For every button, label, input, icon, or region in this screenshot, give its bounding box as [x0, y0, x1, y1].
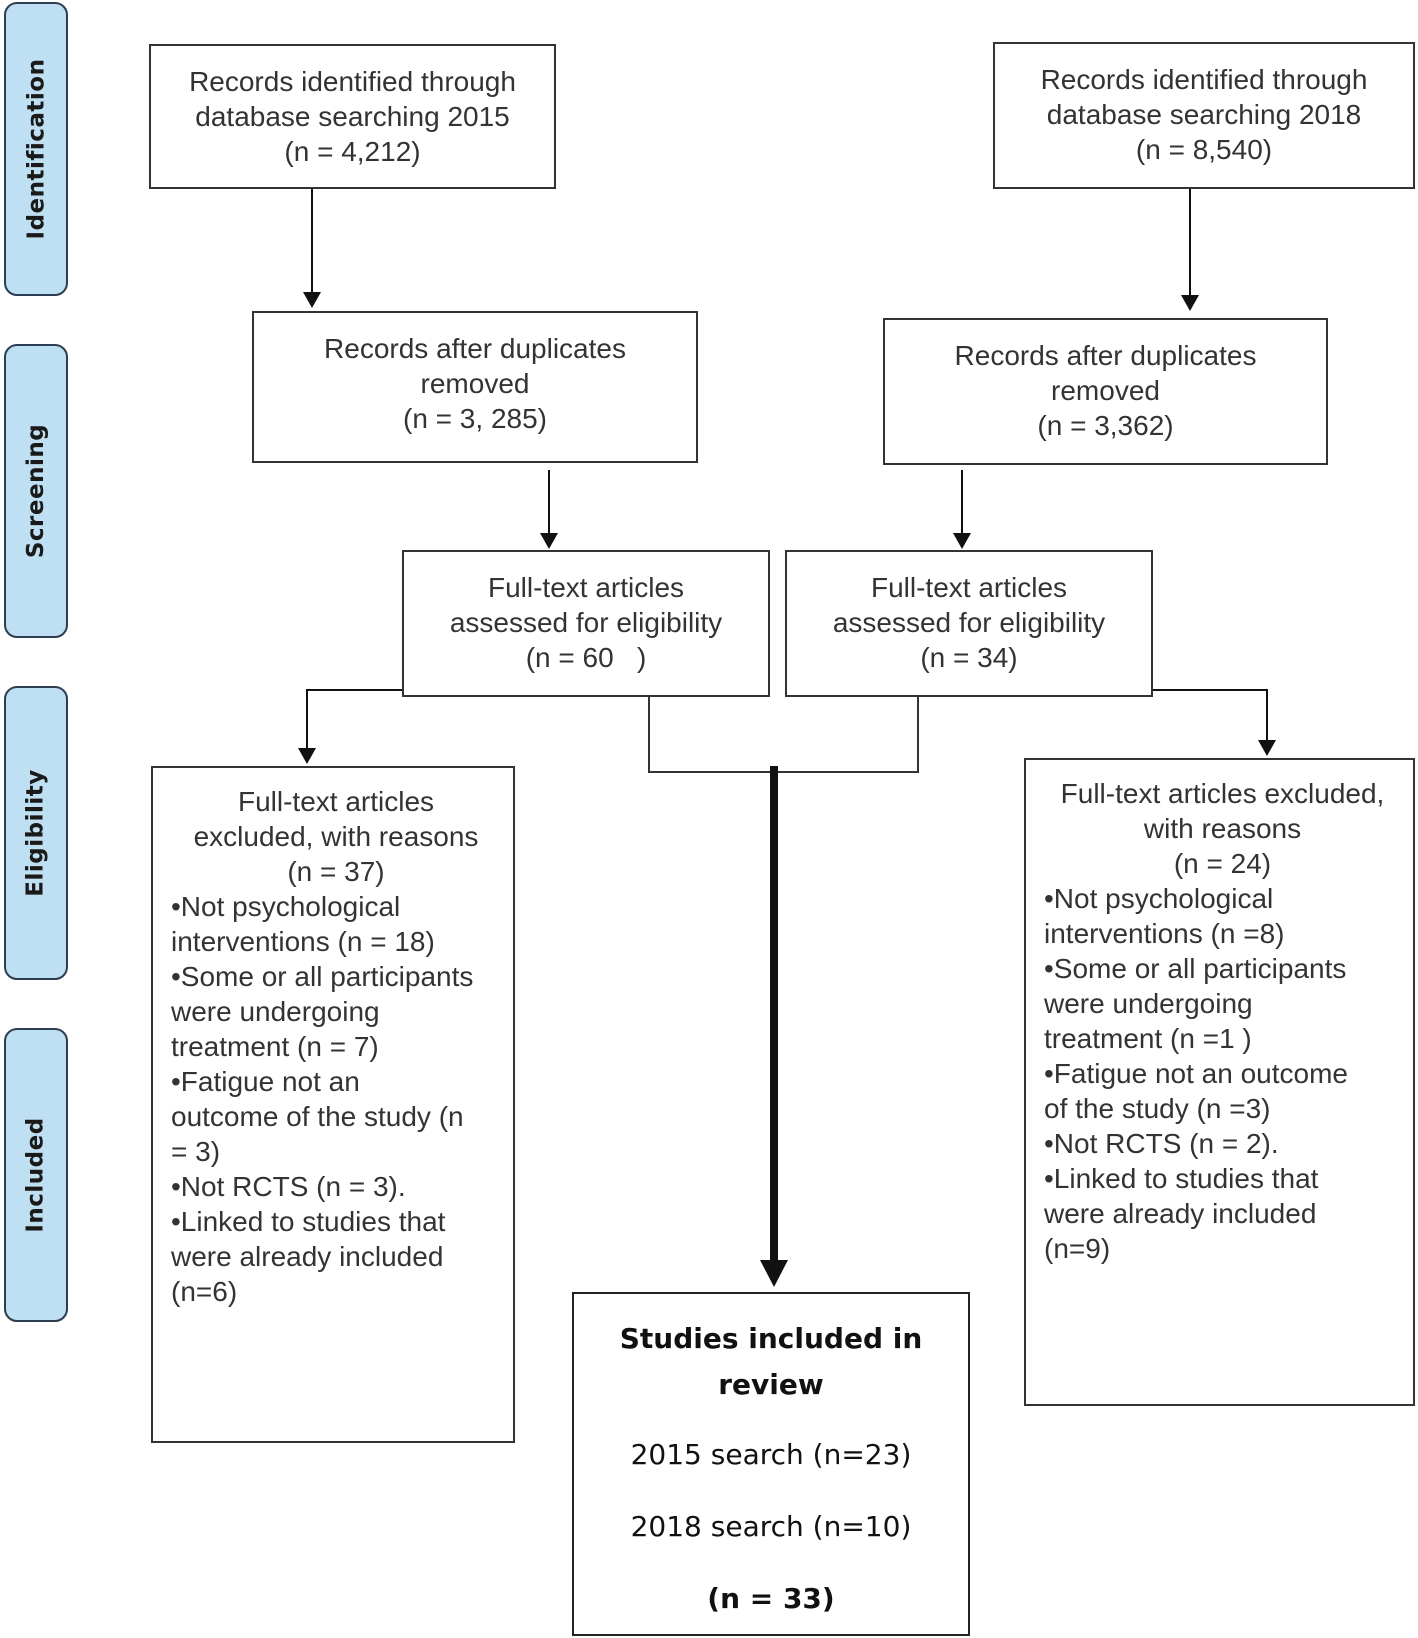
right-excluded-box: Full-text articles excluded, with reason…	[1024, 758, 1415, 1406]
right-dedup-line1: Records after duplicates	[954, 340, 1257, 371]
right-fulltext-line2: assessed for eligibility	[832, 607, 1106, 638]
arrowhead-right-1	[1181, 295, 1199, 311]
included-2018-search: 2018 search (n=10)	[630, 1510, 912, 1543]
included-studies-box: Studies included in review 2015 search (…	[572, 1292, 970, 1636]
left-dedup-count: (n = 3, 285)	[403, 403, 547, 434]
left-excluded-line: •Some or all participants	[171, 961, 474, 992]
right-excluded-count: (n = 24)	[1173, 848, 1272, 879]
left-excluded-head2: excluded, with reasons	[193, 821, 479, 852]
left-excluded-box: Full-text articles excluded, with reason…	[151, 766, 515, 1443]
right-excluded-line: treatment (n =1 )	[1044, 1023, 1252, 1054]
right-identified-box: Records identified through database sear…	[993, 42, 1415, 189]
included-total: (n = 33)	[707, 1582, 835, 1615]
left-dedup-line2: removed	[420, 368, 530, 399]
left-dedup-box: Records after duplicates removed (n = 3,…	[252, 311, 698, 463]
arrow-left-fulltext-to-excluded	[306, 689, 402, 758]
right-excluded-line: •Fatigue not an outcome	[1044, 1058, 1348, 1089]
left-excluded-line: were undergoing	[171, 996, 380, 1027]
right-excluded-line: •Linked to studies that	[1044, 1163, 1319, 1194]
left-excluded-line: were already included	[171, 1241, 444, 1272]
stage-label-eligibility: Eligibility	[23, 769, 49, 897]
stage-label-identification: Identification	[23, 58, 50, 240]
left-excluded-line: treatment (n = 7)	[171, 1031, 379, 1062]
stage-tab-screening: Screening	[4, 344, 68, 638]
included-2015-search: 2015 search (n=23)	[630, 1438, 912, 1471]
arrowhead-right-2	[953, 533, 971, 549]
left-excluded-line: •Fatigue not an	[171, 1066, 360, 1097]
right-identified-count: (n = 8,540)	[1135, 134, 1273, 165]
left-dedup-line1: Records after duplicates	[324, 333, 626, 364]
left-excluded-line: •Not psychological	[171, 891, 401, 922]
arrowhead-left-2	[540, 533, 558, 549]
included-title-line2: review	[718, 1368, 824, 1401]
left-identified-line2: database searching 2015	[195, 101, 510, 132]
arrowhead-included	[760, 1260, 788, 1287]
right-excluded-line: •Some or all participants	[1044, 953, 1347, 984]
right-excluded-line: (n=9)	[1044, 1233, 1111, 1264]
left-fulltext-box: Full-text articles assessed for eligibil…	[402, 550, 770, 697]
right-excluded-line: were undergoing	[1044, 988, 1253, 1019]
right-fulltext-count: (n = 34)	[920, 642, 1018, 673]
right-excluded-line: of the study (n =3)	[1044, 1093, 1271, 1124]
arrow-right-fulltext-to-excluded	[1153, 689, 1268, 750]
stage-label-screening: Screening	[23, 423, 49, 559]
left-identified-count: (n = 4,212)	[284, 136, 421, 167]
arrowhead-left-1	[303, 292, 321, 308]
arrowhead-right-3	[1258, 740, 1276, 756]
right-dedup-box: Records after duplicates removed (n = 3,…	[883, 318, 1328, 465]
right-fulltext-box: Full-text articles assessed for eligibil…	[785, 550, 1153, 697]
right-excluded-line: interventions (n =8)	[1044, 918, 1285, 949]
left-excluded-line: •Linked to studies that	[171, 1206, 446, 1237]
left-fulltext-line2: assessed for eligibility	[449, 607, 723, 638]
left-excluded-line: interventions (n = 18)	[171, 926, 435, 957]
right-dedup-line2: removed	[1051, 375, 1160, 406]
left-excluded-line: (n=6)	[171, 1276, 238, 1307]
stage-tab-eligibility: Eligibility	[4, 686, 68, 980]
right-excluded-line: •Not psychological	[1044, 883, 1274, 914]
right-fulltext-line1: Full-text articles	[870, 572, 1068, 603]
left-excluded-line: = 3)	[171, 1136, 221, 1167]
left-identified-line1: Records identified through	[189, 66, 516, 97]
left-excluded-line: outcome of the study (n	[171, 1101, 464, 1132]
right-identified-line1: Records identified through	[1040, 64, 1368, 95]
included-title-line1: Studies included in	[619, 1322, 923, 1355]
left-excluded-line: •Not RCTS (n = 3).	[171, 1171, 406, 1202]
right-excluded-head1: Full-text articles excluded,	[1060, 778, 1385, 809]
right-excluded-line: were already included	[1044, 1198, 1317, 1229]
stage-label-included: Included	[23, 1117, 50, 1233]
right-dedup-count: (n = 3,362)	[1037, 410, 1174, 441]
right-excluded-head2: with reasons	[1143, 813, 1302, 844]
left-identified-box: Records identified through database sear…	[149, 44, 556, 189]
left-fulltext-line1: Full-text articles	[487, 572, 685, 603]
right-identified-line2: database searching 2018	[1046, 99, 1362, 130]
merge-bracket	[648, 697, 919, 773]
stage-tab-included: Included	[4, 1028, 68, 1322]
right-excluded-line: •Not RCTS (n = 2).	[1044, 1128, 1279, 1159]
left-excluded-head1: Full-text articles	[237, 786, 435, 817]
left-fulltext-count: (n = 60 )	[525, 642, 647, 673]
left-excluded-count: (n = 37)	[287, 856, 385, 887]
stage-tab-identification: Identification	[4, 2, 68, 296]
arrowhead-left-3	[298, 748, 316, 764]
